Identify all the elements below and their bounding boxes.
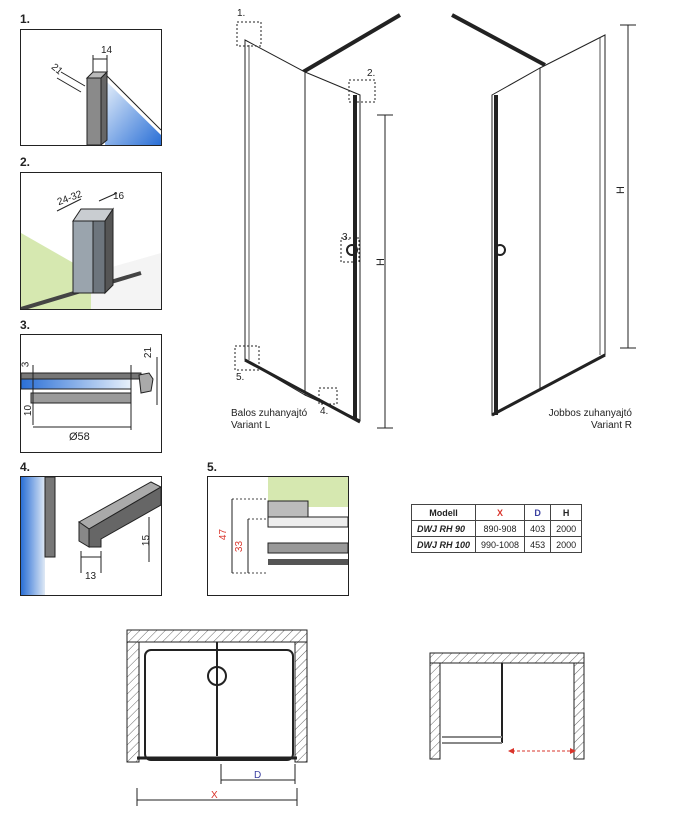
detail-panel-3: 3 10 21 Ø58	[20, 334, 162, 453]
detail-4-dim-height: 15	[141, 534, 153, 547]
detail-panel-2: 24-32 16	[20, 172, 162, 310]
detail-panel-1: 14 21	[20, 29, 162, 146]
main-left-caption-line2: Variant L	[231, 420, 271, 431]
detail-2-dim-width: 16	[113, 191, 125, 202]
detail-5-dim-outer: 47	[218, 528, 230, 541]
spec-cell-model: DWJ RH 90	[410, 520, 477, 537]
main-right-drawing	[451, 13, 636, 417]
main-left-height-label: H	[374, 258, 387, 266]
detail-5-dim-inner: 33	[234, 540, 246, 553]
main-left-caption-line1: Balos zuhanyajtó	[231, 408, 308, 419]
spec-cell-h: 2000	[550, 520, 583, 537]
spec-table-header-row: Modell X D H	[410, 504, 583, 521]
marker-3: 3.	[342, 232, 351, 243]
panel-3-label: 3.	[20, 318, 31, 332]
spec-header-model: Modell	[410, 504, 477, 521]
spec-cell-model: DWJ RH 100	[410, 536, 477, 553]
plan-x-label: X	[211, 790, 218, 801]
plan-right-drawing	[429, 652, 585, 760]
main-left-drawing	[234, 13, 402, 429]
detail-panel-4: 15 13	[20, 476, 162, 596]
spec-cell-d: 453	[524, 536, 552, 553]
panel-1-label: 1.	[20, 12, 31, 26]
detail-5-drawing	[231, 477, 348, 574]
detail-4-dim-width: 13	[85, 571, 97, 582]
detail-4-drawing	[21, 477, 161, 595]
marker-1: 1.	[237, 8, 246, 19]
detail-3-drawing	[21, 357, 158, 430]
plan-d-label: D	[254, 770, 262, 781]
table-row: DWJ RH 90 890-908 403 2000	[410, 520, 583, 537]
panel-5-label: 5.	[207, 460, 218, 474]
table-row: DWJ RH 100 990-1008 453 2000	[410, 536, 583, 553]
spec-header-x: X	[475, 504, 526, 521]
spec-cell-x: 990-1008	[475, 536, 526, 553]
detail-3-dim-glass: 3	[20, 361, 32, 368]
detail-2-drawing	[21, 192, 161, 309]
marker-5: 5.	[236, 372, 245, 383]
spec-table: Modell X D H DWJ RH 90 890-908 403 2000 …	[410, 504, 583, 553]
spec-header-d: D	[524, 504, 552, 521]
main-right-caption-line1: Jobbos zuhanyajtó	[548, 408, 632, 419]
detail-3-dim-height: 21	[143, 346, 155, 359]
panel-4-label: 4.	[20, 460, 31, 474]
marker-2: 2.	[367, 68, 376, 79]
main-left-caption: Balos zuhanyajtó Variant L	[231, 408, 307, 432]
detail-1-dim-width: 14	[101, 45, 113, 56]
plan-view-drawing	[126, 629, 308, 806]
spec-cell-x: 890-908	[475, 520, 526, 537]
detail-panel-5: 47 33	[207, 476, 349, 596]
spec-header-h: H	[550, 504, 583, 521]
main-right-height-label: H	[614, 186, 627, 194]
marker-4: 4.	[320, 406, 329, 417]
main-right-caption-line2: Variant R	[591, 420, 632, 431]
detail-1-drawing	[56, 55, 161, 145]
detail-3-dim-profile: 10	[23, 404, 35, 417]
detail-3-dim-diameter: Ø58	[69, 431, 90, 443]
panel-2-label: 2.	[20, 155, 31, 169]
spec-cell-d: 403	[524, 520, 552, 537]
main-right-caption: Jobbos zuhanyajtó Variant R	[536, 408, 632, 432]
spec-cell-h: 2000	[550, 536, 583, 553]
